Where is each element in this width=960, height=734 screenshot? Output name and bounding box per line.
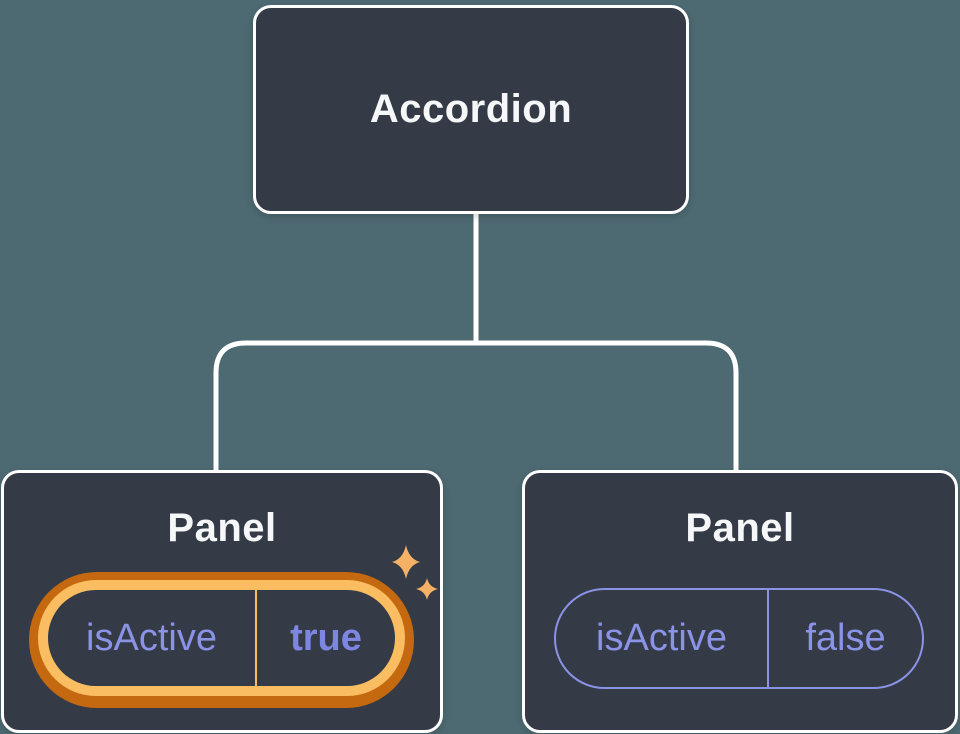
state-name: isActive	[596, 617, 727, 659]
pill-divider	[255, 590, 257, 686]
tree-node-accordion: Accordion	[253, 5, 689, 214]
tree-node-panel-inactive: Panel isActive false	[522, 470, 958, 733]
connector-bracket	[213, 340, 739, 471]
state-value: false	[805, 617, 886, 659]
panel-node-label: Panel	[685, 506, 795, 550]
tree-node-panel-active: Panel isActive true	[1, 470, 443, 733]
pill-divider	[767, 590, 769, 687]
state-value: true	[290, 616, 362, 659]
panel-node-label: Panel	[167, 506, 277, 550]
state-pill-plain: isActive false	[554, 588, 924, 689]
accordion-node-label: Accordion	[369, 87, 573, 131]
state-pill-highlighted: isActive true	[29, 572, 414, 708]
state-name: isActive	[86, 616, 217, 659]
